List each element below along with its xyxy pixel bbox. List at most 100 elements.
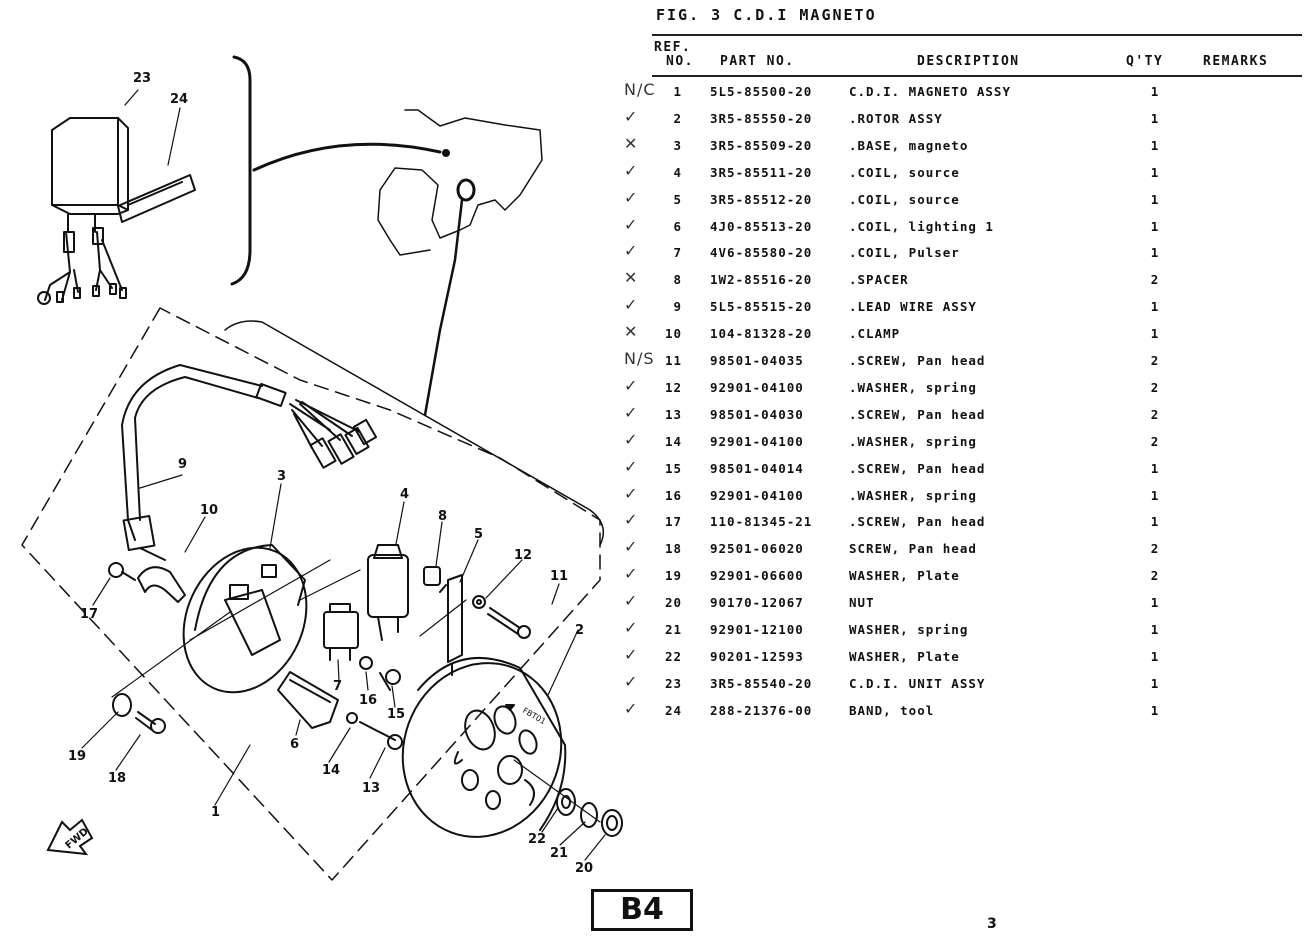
part-number: 98501-04014 bbox=[710, 460, 804, 476]
quantity: 1 bbox=[1150, 675, 1160, 691]
callout-2: 2 bbox=[575, 623, 584, 638]
callout-8: 8 bbox=[438, 509, 447, 524]
exploded-parts-diagram: 23 24 9 10 3 4 8 5 12 11 2 17 7 16 15 6 … bbox=[21, 55, 623, 881]
handwritten-check-mark: ✓ bbox=[624, 241, 639, 261]
part-description: .COIL, lighting 1 bbox=[849, 218, 994, 234]
callout-11: 11 bbox=[550, 569, 568, 584]
handwritten-check-mark: N/C bbox=[624, 80, 656, 99]
part-description: C.D.I. UNIT ASSY bbox=[849, 675, 986, 691]
part-number: 5L5-85515-20 bbox=[710, 299, 813, 315]
callout-12: 12 bbox=[514, 548, 532, 563]
handwritten-check-mark: ✕ bbox=[624, 133, 639, 153]
handwritten-check-mark: ✓ bbox=[624, 644, 639, 664]
handwritten-check-mark: ✓ bbox=[624, 375, 639, 395]
part-description: .COIL, Pulser bbox=[849, 245, 960, 261]
quantity: 1 bbox=[1150, 299, 1160, 315]
part-description: .CLAMP bbox=[849, 326, 901, 342]
handwritten-check-mark: ✓ bbox=[624, 537, 639, 557]
part-description: .WASHER, spring bbox=[849, 379, 977, 395]
part-description: WASHER, Plate bbox=[849, 568, 960, 584]
handwritten-check-mark: ✓ bbox=[624, 671, 639, 691]
quantity: 1 bbox=[1150, 164, 1160, 180]
part-description: .LEAD WIRE ASSY bbox=[849, 299, 977, 315]
ref-number: 16 bbox=[664, 487, 682, 503]
ref-number: 22 bbox=[664, 648, 682, 664]
ref-number: 14 bbox=[664, 433, 682, 449]
handwritten-check-mark: ✓ bbox=[624, 618, 639, 637]
part-description: C.D.I. MAGNETO ASSY bbox=[849, 84, 1011, 99]
part-number: 4J0-85513-20 bbox=[710, 218, 813, 234]
ref-number: 18 bbox=[664, 541, 682, 557]
part-description: .COIL, source bbox=[849, 191, 960, 207]
quantity: 1 bbox=[1150, 110, 1160, 126]
cdi-unit-drawing bbox=[37, 117, 129, 305]
handwritten-check-mark: ✓ bbox=[624, 295, 639, 315]
ref-number: 20 bbox=[664, 595, 682, 611]
handwritten-check-mark: ✓ bbox=[624, 429, 639, 449]
part-number: 92901-04100 bbox=[710, 379, 804, 395]
handwritten-check-mark: ✓ bbox=[624, 564, 639, 584]
part-description: NUT bbox=[849, 595, 875, 611]
ref-number: 6 bbox=[673, 218, 682, 234]
handwritten-check-mark: ✓ bbox=[624, 214, 639, 234]
quantity: 1 bbox=[1150, 191, 1160, 207]
section-badge: B4 bbox=[591, 889, 693, 931]
ref-number: 4 bbox=[673, 164, 682, 180]
forward-arrow-icon: FWD bbox=[46, 818, 94, 856]
callout-9: 9 bbox=[178, 457, 187, 472]
lighting-coil-drawing bbox=[277, 671, 339, 729]
pulser-coil-drawing bbox=[323, 611, 359, 649]
callout-6: 6 bbox=[290, 737, 299, 752]
part-number: 5L5-85500-20 bbox=[710, 84, 813, 99]
ref-number: 11 bbox=[664, 353, 682, 368]
part-number: 104-81328-20 bbox=[710, 326, 813, 342]
part-description: WASHER, spring bbox=[849, 622, 969, 637]
ref-number: 1 bbox=[673, 84, 682, 99]
figure-title: FIG. 3 C.D.I MAGNETO bbox=[656, 6, 877, 24]
ref-number: 24 bbox=[664, 702, 682, 718]
ref-number: 10 bbox=[664, 326, 682, 342]
ref-number: 12 bbox=[664, 379, 682, 395]
part-number: 110-81345-21 bbox=[710, 514, 813, 530]
part-number: 3R5-85550-20 bbox=[710, 110, 813, 126]
tool-band-drawing bbox=[117, 174, 196, 223]
callout-18: 18 bbox=[108, 771, 126, 786]
callout-10: 10 bbox=[200, 503, 218, 518]
handwritten-check-mark: ✓ bbox=[624, 160, 639, 180]
callout-1: 1 bbox=[211, 805, 220, 820]
quantity: 1 bbox=[1150, 648, 1160, 664]
header-remarks: REMARKS bbox=[1203, 54, 1269, 69]
quantity: 1 bbox=[1150, 137, 1160, 153]
rotor-drawing bbox=[401, 657, 567, 838]
table-row: ✓ 9 5L5-85515-20 .LEAD WIRE ASSY 1 bbox=[620, 295, 1300, 317]
handwritten-check-mark: ✓ bbox=[624, 591, 639, 611]
handwritten-check-mark: ✓ bbox=[624, 483, 639, 503]
ref-number: 7 bbox=[673, 245, 682, 261]
header-top-rule bbox=[652, 34, 1302, 36]
ref-number: 9 bbox=[673, 299, 682, 315]
callout-22: 22 bbox=[528, 832, 546, 847]
quantity: 2 bbox=[1150, 272, 1160, 288]
quantity: 2 bbox=[1150, 433, 1160, 449]
callout-7: 7 bbox=[333, 679, 342, 694]
handwritten-check-mark: ✕ bbox=[624, 268, 639, 288]
part-description: .SCREW, Pan head bbox=[849, 514, 986, 530]
part-number: 98501-04035 bbox=[710, 353, 804, 368]
ref-number: 17 bbox=[664, 514, 682, 530]
quantity: 2 bbox=[1150, 541, 1160, 557]
handwritten-check-mark: ✓ bbox=[624, 510, 639, 530]
handwritten-check-mark: N/S bbox=[624, 349, 655, 368]
part-number: 4V6-85580-20 bbox=[710, 245, 813, 261]
ref-number: 13 bbox=[664, 406, 682, 422]
